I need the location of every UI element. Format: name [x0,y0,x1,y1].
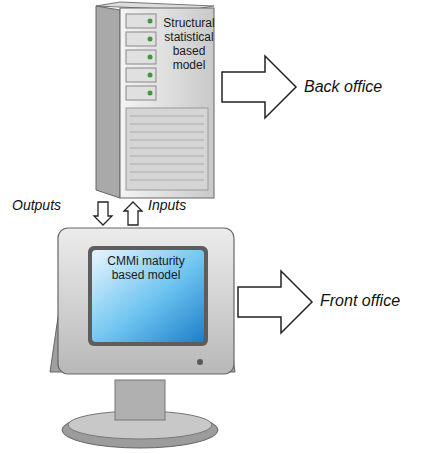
block-arrow [238,271,312,333]
arrow-label: Inputs [148,197,186,213]
monitor-node: CMMi maturity based model [56,226,236,450]
node-label: CMMi maturity based model [94,254,198,282]
node-label: Structural statistical based model [156,16,222,72]
server-node: Structural statistical based model [92,0,226,200]
arrow-label: Outputs [12,197,61,213]
flow-arrow [94,202,112,225]
office-label: Back office [304,78,382,96]
monitor [50,228,235,448]
block-arrow [222,56,296,118]
flow-arrow [124,202,142,225]
office-label: Front office [320,292,400,310]
